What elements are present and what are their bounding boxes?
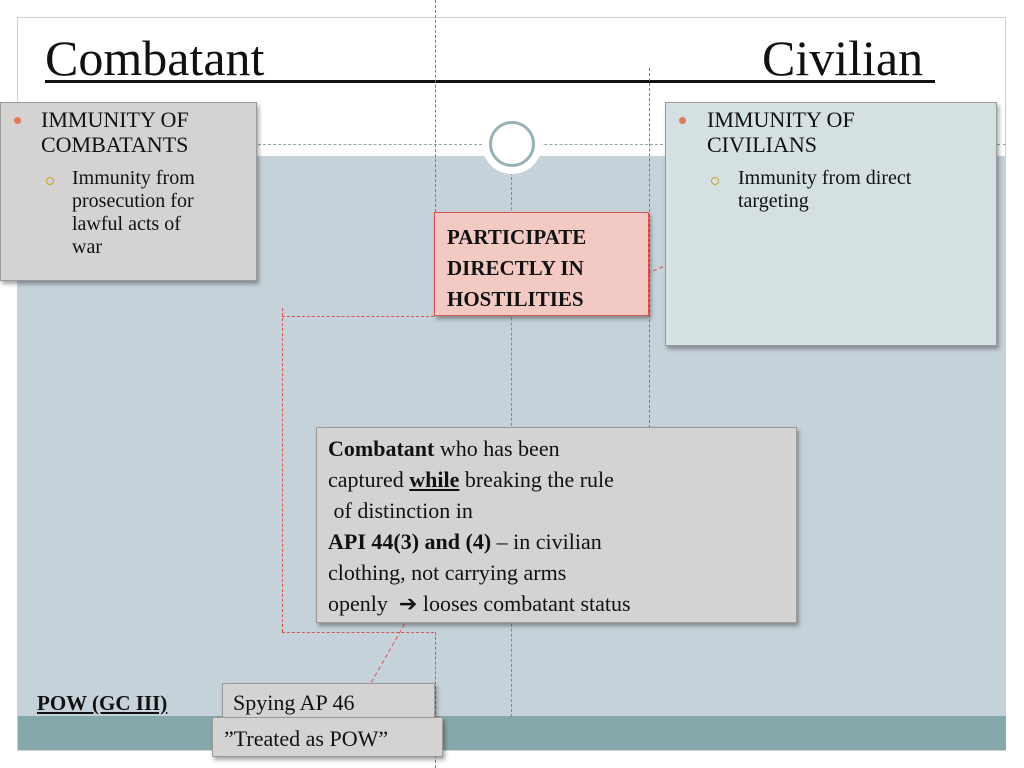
captured-line3: of distinction in [328, 498, 473, 523]
combatant-immunity-box: IMMUNITY OF COMBATANTS Immunity from pro… [0, 102, 257, 281]
red-dashed-line-right [649, 68, 650, 428]
captured-line1: Combatant who has been [328, 433, 631, 464]
while-bold: while [409, 467, 460, 492]
arrow-line-spying [370, 617, 409, 684]
combatant-sub-line3: lawful acts of [72, 213, 181, 235]
captured-line1-rest: who has been [434, 436, 560, 461]
civilian-sub-text: Immunity from direct targeting [738, 167, 911, 213]
combatant-sub-line2: prosecution for [72, 190, 194, 212]
participate-hostilities-text: PARTICIPATE DIRECTLY IN HOSTILITIES [447, 222, 586, 315]
treated-as-pow-box [212, 717, 443, 757]
combatant-sub-line4: war [72, 236, 102, 258]
header-divider [258, 144, 668, 145]
sub-bullet-icon [46, 177, 54, 185]
header-divider-end [997, 144, 1006, 145]
captured-line6-rest: looses combatant status [417, 591, 631, 616]
title-combatant: Combatant [45, 30, 265, 86]
treated-as-pow-text: ”Treated as POW” [224, 726, 389, 751]
civilian-sub-line2: targeting [738, 190, 809, 212]
spying-text: Spying AP 46 [233, 690, 355, 715]
combatant-sub-text: Immunity from prosecution for lawful act… [72, 167, 195, 259]
civilian-heading-line2: CIVILIANS [707, 132, 817, 157]
civilian-sub-line1: Immunity from direct [738, 167, 912, 189]
title-underline [45, 80, 935, 83]
civilian-heading-line1: IMMUNITY OF [707, 107, 855, 132]
participate-line1: PARTICIPATE [447, 225, 587, 249]
red-bracket-side [282, 308, 283, 632]
captured-line6-pre: openly [328, 591, 399, 616]
red-bracket-bottom [282, 632, 434, 633]
pow-gc-label: POW (GC III) [37, 691, 168, 715]
red-dashed-line-bottom [435, 632, 436, 768]
captured-line4: API 44(3) and (4) – in civilian [328, 526, 631, 557]
api-reference-bold: API 44(3) and (4) [328, 529, 492, 554]
captured-line5: clothing, not carrying arms [328, 560, 567, 585]
participate-line2: DIRECTLY IN [447, 256, 584, 280]
combatant-bold: Combatant [328, 436, 435, 461]
bullet-icon [14, 117, 21, 124]
captured-line2-rest: breaking the rule [459, 467, 614, 492]
combatant-heading-line1: IMMUNITY OF [41, 107, 189, 132]
civilian-immunity-box: IMMUNITY OF CIVILIANS Immunity from dire… [665, 102, 997, 346]
combatant-heading-line2: COMBATANTS [41, 132, 189, 157]
center-circle-icon [489, 121, 535, 167]
footer-band [18, 716, 1006, 750]
captured-combatant-text: Combatant who has been captured while br… [328, 433, 631, 619]
red-dashed-line-top [435, 0, 436, 212]
combatant-heading: IMMUNITY OF COMBATANTS [41, 107, 189, 157]
bullet-icon [679, 117, 686, 124]
captured-line2: captured while breaking the rule [328, 464, 631, 495]
sub-bullet-icon [711, 177, 719, 185]
captured-line2-pre: captured [328, 467, 410, 492]
captured-combatant-box [316, 427, 797, 623]
civilian-heading: IMMUNITY OF CIVILIANS [707, 107, 855, 157]
combatant-sub-line1: Immunity from [72, 167, 195, 189]
red-bracket-top [282, 316, 434, 317]
captured-line6: openly ➔ looses combatant status [328, 588, 631, 619]
title-civilian: Civilian [762, 30, 924, 86]
participate-line3: HOSTILITIES [447, 287, 584, 311]
captured-line4-rest: – in civilian [491, 529, 602, 554]
participate-hostilities-box [434, 212, 649, 316]
right-arrow-icon: ➔ [398, 591, 418, 616]
